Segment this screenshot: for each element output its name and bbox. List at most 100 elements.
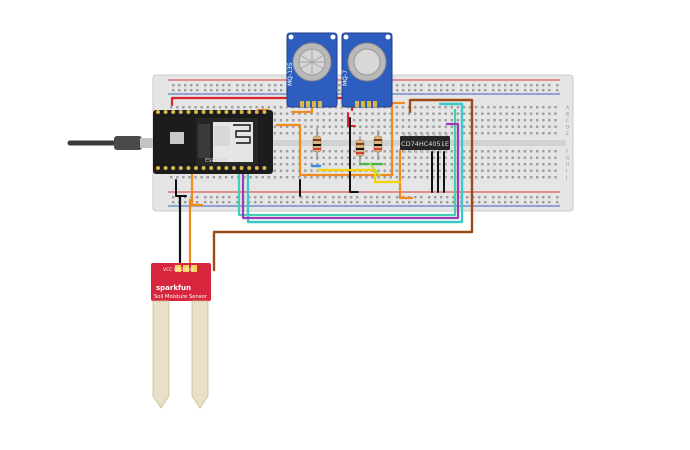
- terminal-hole: [487, 132, 490, 135]
- terminal-hole: [334, 125, 338, 128]
- terminal-hole: [523, 156, 527, 159]
- rail-hole: [504, 89, 507, 92]
- terminal-hole: [426, 106, 429, 109]
- terminal-hole: [548, 112, 551, 115]
- rail-hole: [228, 201, 231, 204]
- rail-hole: [420, 84, 423, 87]
- terminal-hole: [304, 132, 307, 135]
- terminal-hole: [365, 156, 368, 159]
- rail-hole: [204, 89, 207, 92]
- rail-hole: [260, 201, 263, 204]
- terminal-hole: [328, 125, 331, 128]
- rail-hole: [446, 84, 449, 87]
- terminal-hole: [267, 176, 270, 179]
- ic-pin: [409, 133, 412, 136]
- rail-hole: [396, 201, 399, 204]
- rail-hole: [556, 196, 559, 199]
- rail-hole: [306, 201, 309, 204]
- terminal-hole: [468, 150, 472, 153]
- rail-hole: [452, 196, 455, 199]
- terminal-hole: [487, 169, 490, 172]
- terminal-hole: [542, 163, 545, 166]
- terminal-hole: [517, 156, 521, 159]
- terminal-hole: [420, 156, 423, 159]
- usb-cable: [67, 136, 154, 150]
- rail-hole: [228, 196, 231, 199]
- rail-hole: [178, 84, 181, 87]
- terminal-hole: [511, 150, 514, 153]
- rail-hole: [446, 196, 449, 199]
- soil-pin-labels: VCC GND SIG: [163, 267, 194, 273]
- terminal-hole: [432, 176, 435, 179]
- mcu-pin: [224, 110, 229, 114]
- rail-hole: [210, 201, 213, 204]
- terminal-hole: [481, 156, 484, 159]
- terminal-hole: [542, 119, 545, 122]
- rail-hole: [504, 84, 507, 87]
- mcu-pin: [239, 110, 244, 114]
- terminal-hole: [438, 106, 441, 109]
- terminal-hole: [414, 112, 417, 115]
- terminal-hole: [505, 132, 508, 135]
- terminal-hole: [450, 119, 453, 122]
- mcu-pin: [201, 110, 206, 114]
- wire-cyan-1: [246, 102, 464, 224]
- terminal-hole: [511, 163, 514, 166]
- rail-hole: [204, 201, 207, 204]
- terminal-hole: [487, 150, 490, 153]
- terminal-hole: [212, 106, 216, 109]
- terminal-hole: [401, 106, 405, 109]
- terminal-hole: [310, 156, 313, 159]
- terminal-hole: [292, 169, 295, 172]
- terminal-hole: [353, 150, 356, 153]
- terminal-hole: [383, 112, 386, 115]
- rail-hole: [440, 201, 443, 204]
- terminal-hole: [371, 125, 374, 128]
- terminal-hole: [371, 176, 374, 179]
- rail-hole: [260, 89, 263, 92]
- terminal-hole: [383, 163, 386, 166]
- soil-probe-left: [152, 300, 170, 409]
- terminal-hole: [548, 125, 551, 128]
- rail-hole: [478, 84, 481, 87]
- terminal-hole: [426, 163, 429, 166]
- terminal-hole: [377, 112, 380, 115]
- terminal-hole: [285, 119, 289, 122]
- terminal-hole: [481, 169, 484, 172]
- gas-sensor-mq7: MQ-7: [341, 32, 393, 108]
- terminal-hole: [475, 112, 478, 115]
- rail-hole: [440, 84, 443, 87]
- terminal-hole: [298, 176, 301, 179]
- terminal-hole: [554, 112, 557, 115]
- terminal-hole: [420, 106, 423, 109]
- terminal-hole: [542, 150, 545, 153]
- mcu-pin: [163, 110, 168, 114]
- rail-hole: [420, 201, 423, 204]
- terminal-hole: [505, 112, 508, 115]
- terminal-hole: [383, 150, 386, 153]
- rail-hole: [300, 201, 303, 204]
- rail-hole: [556, 89, 559, 92]
- rail-hole: [268, 89, 271, 92]
- terminal-hole: [529, 156, 533, 159]
- rail-hole: [548, 196, 551, 199]
- terminal-hole: [304, 112, 307, 115]
- rail-hole: [292, 201, 295, 204]
- rail-hole: [434, 196, 437, 199]
- rail-hole: [196, 84, 199, 87]
- wire-black-3: [349, 117, 359, 193]
- rail-hole: [210, 196, 213, 199]
- rail-hole: [286, 201, 289, 204]
- terminal-hole: [426, 112, 429, 115]
- wire-black-2: [175, 179, 187, 197]
- terminal-hole: [493, 163, 496, 166]
- row-letter: B: [566, 112, 569, 118]
- rail-hole: [338, 89, 341, 92]
- terminal-hole: [334, 163, 338, 166]
- terminal-hole: [542, 169, 545, 172]
- terminal-hole: [487, 163, 490, 166]
- terminal-hole: [273, 150, 277, 153]
- rail-hole: [414, 89, 417, 92]
- terminal-hole: [395, 132, 399, 135]
